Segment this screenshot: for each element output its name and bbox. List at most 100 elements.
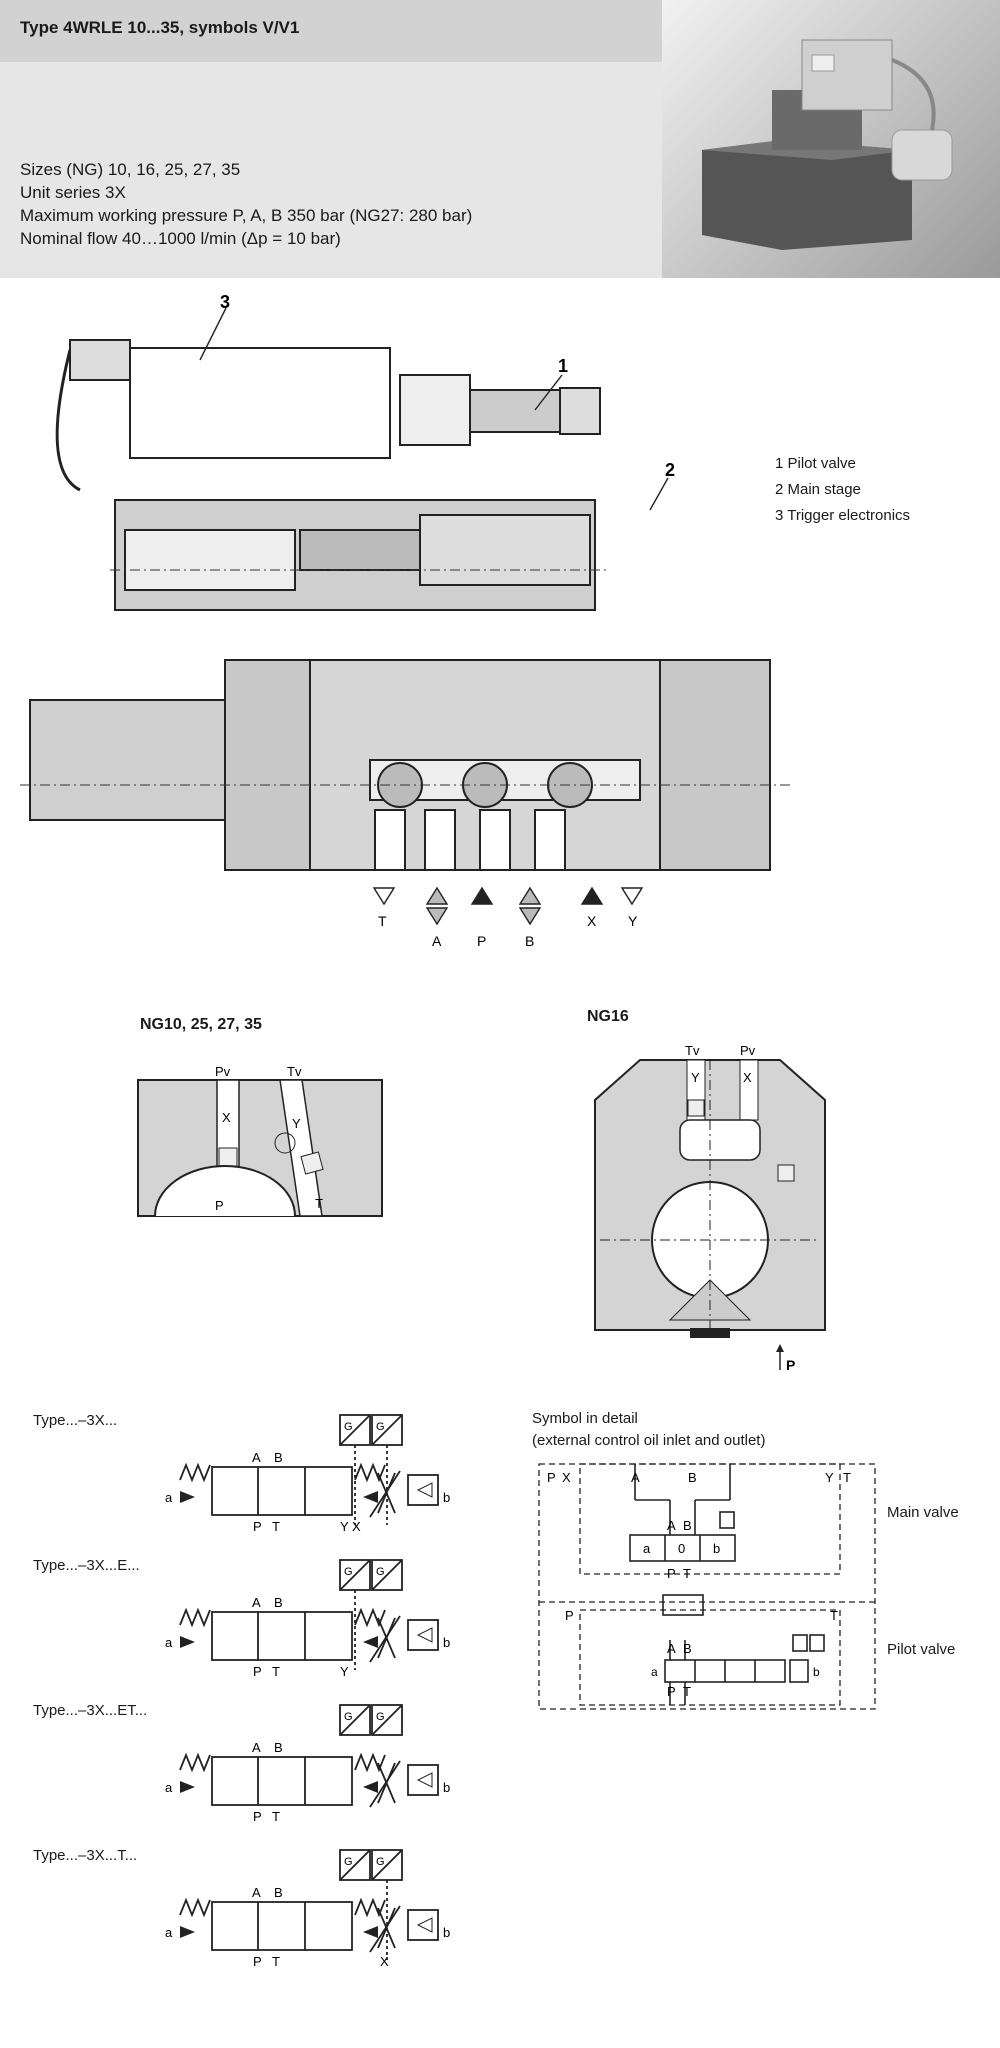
detail-main-p: P bbox=[667, 1566, 676, 1581]
ng16-detail-drawing: Tv Pv Y X P bbox=[594, 1043, 826, 1373]
ng10-label-pv: Pv bbox=[215, 1064, 231, 1079]
ng10-label-t: T bbox=[315, 1196, 323, 1211]
symbol-2-b: b bbox=[443, 1635, 450, 1650]
symbol-4-b: b bbox=[443, 1925, 450, 1940]
ng10-label-tv: Tv bbox=[287, 1064, 302, 1079]
symbol-3-t-port: T bbox=[272, 1809, 280, 1824]
legend-main-stage: 2 Main stage bbox=[775, 481, 861, 498]
symbol-2-bottom-ports: Y bbox=[340, 1664, 349, 1679]
detail-pilot-b-small: b bbox=[813, 1665, 820, 1679]
symbol-2-a: a bbox=[165, 1635, 173, 1650]
ng10-label-y: Y bbox=[292, 1116, 301, 1131]
detail-pilot-p: P bbox=[565, 1608, 574, 1623]
symbol-4-b-port: B bbox=[274, 1885, 283, 1900]
port-P: P bbox=[477, 933, 486, 949]
detail-port-t: T bbox=[843, 1470, 851, 1485]
symbol-1-a: a bbox=[165, 1490, 173, 1505]
symbol-4-t-port: T bbox=[272, 1954, 280, 1969]
symbol-1-b-port: B bbox=[274, 1450, 283, 1465]
symbol-1-b: b bbox=[443, 1490, 450, 1505]
ng16-label-p: P bbox=[786, 1357, 795, 1373]
symbol-1-t-port: T bbox=[272, 1519, 280, 1534]
legend-pilot-valve: 1 Pilot valve bbox=[775, 455, 856, 472]
port-X: X bbox=[587, 913, 597, 929]
symbol-3-a-port: A bbox=[252, 1740, 261, 1755]
detail-port-y: Y bbox=[825, 1470, 834, 1485]
symbol-2-g1: G bbox=[344, 1566, 353, 1578]
symbol-3-p-port: P bbox=[253, 1809, 262, 1824]
detail-heading: Symbol in detail bbox=[532, 1410, 638, 1427]
symbol-1-bottom-ports: Y X bbox=[340, 1519, 361, 1534]
detail-symbol-diagram: P X A B Y T a 0 b A B P T P T A B P T a … bbox=[538, 1463, 876, 1710]
detail-subheading: (external control oil inlet and outlet) bbox=[532, 1432, 766, 1449]
symbol-3-b-port: B bbox=[274, 1740, 283, 1755]
detail-pilot-a-small: a bbox=[651, 1665, 658, 1679]
ng10-detail-drawing: Pv Tv X Y P T bbox=[137, 1064, 383, 1217]
detail-pos-a: a bbox=[643, 1541, 651, 1556]
symbol-3-a: a bbox=[165, 1780, 173, 1795]
spec-pressure: Maximum working pressure P, A, B 350 bar… bbox=[20, 206, 473, 225]
header-title-bar bbox=[0, 0, 662, 62]
symbol-4-a: a bbox=[165, 1925, 173, 1940]
symbol-4-g2: G bbox=[376, 1856, 385, 1868]
symbol-4-bottom-ports: X bbox=[380, 1954, 389, 1969]
symbol-type-3: Type...–3X...ET... bbox=[33, 1702, 148, 1719]
main-valve-label: Main valve bbox=[887, 1504, 959, 1521]
ng16-label-y: Y bbox=[691, 1070, 700, 1085]
ng16-label-x: X bbox=[743, 1070, 752, 1085]
detail-pilot-pp: P bbox=[667, 1684, 676, 1699]
symbol-2-g2: G bbox=[376, 1566, 385, 1578]
symbol-3-g2: G bbox=[376, 1711, 385, 1723]
detail-pos-b: b bbox=[713, 1541, 720, 1556]
detail-port-x: X bbox=[562, 1470, 571, 1485]
symbol-diagram-2: G G A B P T a b Y bbox=[165, 1559, 450, 1679]
spec-series: Unit series 3X bbox=[20, 183, 126, 202]
pilot-valve-label: Pilot valve bbox=[887, 1641, 956, 1658]
legend-trigger-electronics: 3 Trigger electronics bbox=[775, 507, 911, 524]
symbol-type-1: Type...–3X... bbox=[33, 1412, 118, 1429]
detail-port-b: B bbox=[688, 1470, 697, 1485]
valve-section-drawing: 3 1 2 T A P B X Y bbox=[20, 292, 790, 949]
detail-main-a: A bbox=[667, 1518, 676, 1533]
ng10-title: NG10, 25, 27, 35 bbox=[140, 1016, 262, 1033]
symbol-4-a-port: A bbox=[252, 1885, 261, 1900]
symbol-1-g1: G bbox=[344, 1421, 353, 1433]
page-title: Type 4WRLE 10...35, symbols V/V1 bbox=[20, 18, 300, 37]
symbol-1-a-port: A bbox=[252, 1450, 261, 1465]
port-B: B bbox=[525, 933, 534, 949]
ng10-label-x: X bbox=[222, 1110, 231, 1125]
ng16-label-pv: Pv bbox=[740, 1043, 756, 1058]
port-A: A bbox=[432, 933, 442, 949]
symbol-2-b-port: B bbox=[274, 1595, 283, 1610]
symbol-4-p-port: P bbox=[253, 1954, 262, 1969]
symbol-diagram-4: G G A B P T a b X bbox=[165, 1849, 450, 1969]
ng16-title: NG16 bbox=[587, 1008, 629, 1025]
port-T: T bbox=[378, 913, 387, 929]
detail-main-t: T bbox=[683, 1566, 691, 1581]
symbol-type-4: Type...–3X...T... bbox=[33, 1847, 138, 1864]
symbol-diagram-3: G G A B P T a b bbox=[165, 1704, 450, 1824]
symbol-2-a-port: A bbox=[252, 1595, 261, 1610]
detail-pilot-a: A bbox=[667, 1641, 676, 1656]
symbol-4-g1: G bbox=[344, 1856, 353, 1868]
detail-pilot-b: B bbox=[683, 1641, 692, 1656]
symbol-2-t-port: T bbox=[272, 1664, 280, 1679]
detail-port-p: P bbox=[547, 1470, 556, 1485]
detail-pilot-tt: T bbox=[683, 1684, 691, 1699]
symbol-1-g2: G bbox=[376, 1421, 385, 1433]
ng10-label-p: P bbox=[215, 1198, 224, 1213]
valve-photo bbox=[662, 0, 1000, 278]
detail-pos-0: 0 bbox=[678, 1541, 685, 1556]
detail-pilot-t: T bbox=[830, 1608, 838, 1623]
detail-port-a: A bbox=[631, 1470, 640, 1485]
symbol-3-b: b bbox=[443, 1780, 450, 1795]
callout-1: 1 bbox=[558, 356, 568, 376]
symbol-diagram-1: G G A B P T a b Y X bbox=[165, 1414, 450, 1534]
spec-flow: Nominal flow 40…1000 l/min (Δp = 10 bar) bbox=[20, 229, 341, 248]
spec-sizes: Sizes (NG) 10, 16, 25, 27, 35 bbox=[20, 160, 241, 179]
symbol-2-p-port: P bbox=[253, 1664, 262, 1679]
callout-3: 3 bbox=[220, 292, 230, 312]
symbol-1-p-port: P bbox=[253, 1519, 262, 1534]
symbol-type-2: Type...–3X...E... bbox=[33, 1557, 140, 1574]
ng16-label-tv: Tv bbox=[685, 1043, 700, 1058]
